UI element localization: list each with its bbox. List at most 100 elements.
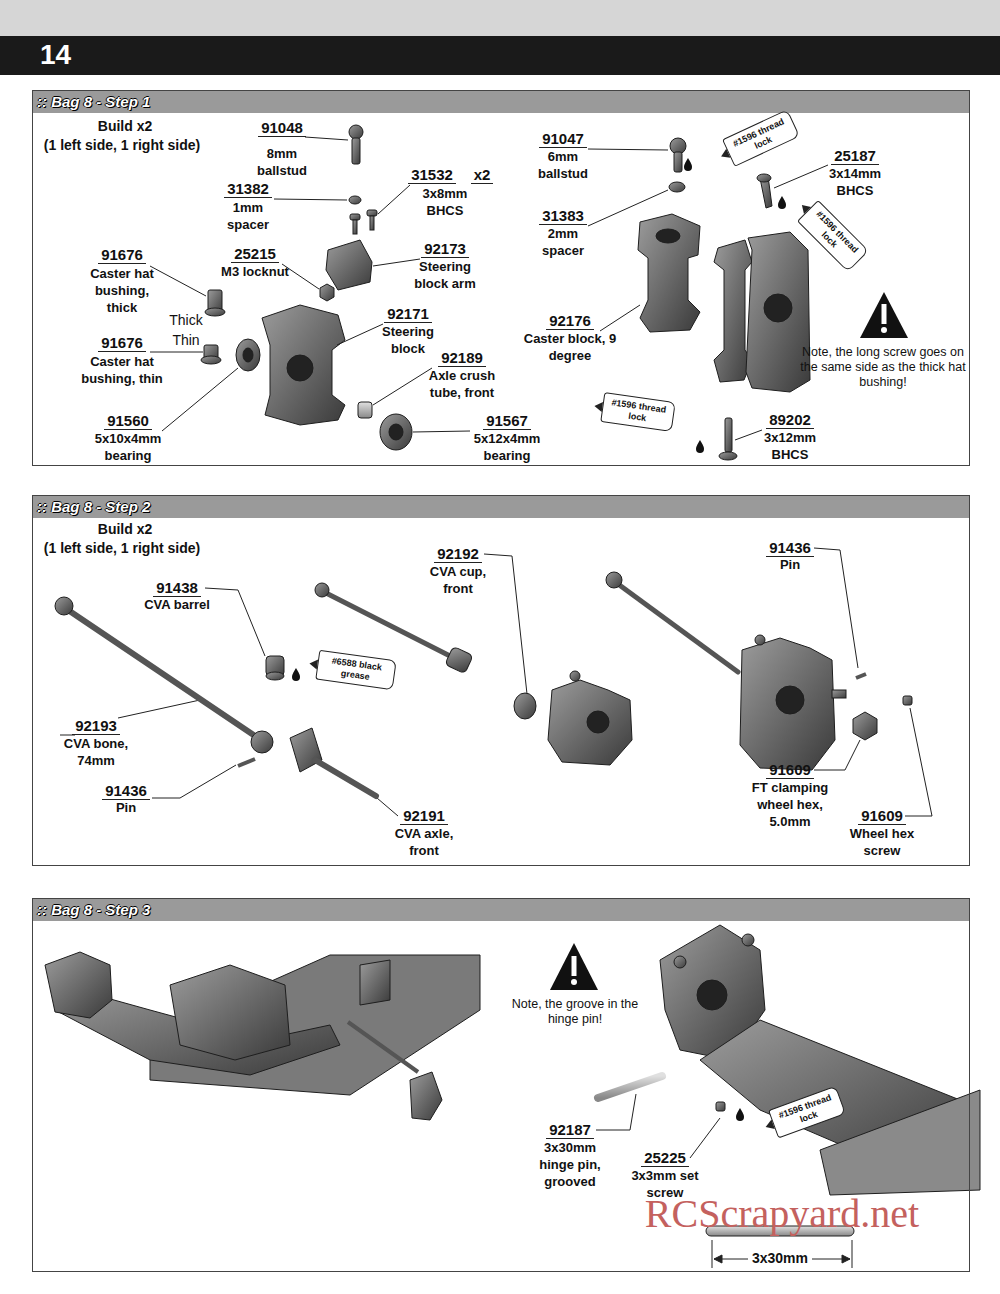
step2-parts [856,674,866,678]
step1-parts [350,214,360,220]
step2-parts [618,584,738,672]
heading: :: Bag 8 - Step 2 [37,498,150,515]
thread-lock-drops [292,158,786,1121]
build-note: (1 left side, 1 right side) [44,137,200,154]
part-description: Pin [96,799,156,816]
step1-parts [638,214,700,332]
compound-tube: #1596 thread lock [722,109,800,167]
part-description: 5x12x4mm bearing [465,430,549,464]
step1-parts [243,348,253,362]
step1-parts [719,452,737,460]
leader-lines [588,190,668,226]
step2-parts [776,686,804,714]
step2-parts [290,728,322,772]
dimension-label: 3x30mm [748,1250,812,1267]
step3-chassis [716,1102,725,1111]
compound-tube: #1596 thread lock [797,200,869,272]
step1-parts [349,196,361,204]
step1-parts [669,182,685,192]
part-number: 91438 [153,579,201,597]
part-number: 25187 [831,147,879,165]
step3-chassis [674,956,686,968]
thread-lock-drops [292,668,300,681]
step2-parts [587,711,609,733]
step2-parts [832,690,846,698]
part-description: Caster hat bushing, thin [81,353,163,387]
part-number: 91560 [104,412,152,430]
part-description: Caster block, 9 degree [515,330,625,364]
part-description: 3x8mm BHCS [414,185,476,219]
part-number: 25225 [641,1149,689,1167]
step2-parts [315,760,376,796]
step3-chassis [360,960,390,1005]
part-description: 3x12mm BHCS [755,429,825,463]
step3-chassis [697,980,727,1010]
part-description: M3 locknut [210,263,300,280]
part-number: 91676 [98,334,146,352]
part-number: 25215 [231,245,279,263]
thread-lock-drops [684,158,692,171]
part-number: 91436 [766,539,814,557]
warning-symbol [550,292,908,990]
step2-parts [606,572,622,588]
step3-chassis [45,925,980,1195]
leader-lines [600,305,640,331]
part-number: 31383 [539,207,587,225]
leader-lines [413,431,470,432]
step2-parts [238,759,255,766]
part-number: 91047 [539,130,587,148]
step1-parts [370,216,374,230]
part-number: 92189 [438,349,486,367]
step1-parts [367,210,377,216]
step2-parts [68,610,258,738]
part-number: 92173 [421,240,469,258]
step3-chassis [598,1076,662,1098]
step3-chassis [410,1072,442,1120]
heading: :: Bag 8 - Step 1 [37,93,150,110]
step1-parts [326,240,372,290]
heading: 14 [40,39,71,71]
part-number: 92171 [384,305,432,323]
part-number: 31382 [224,180,272,198]
compound-tube: #6588 black grease [315,650,396,691]
part-description: 1mm spacer [217,199,279,233]
leader-lines [373,368,432,405]
step2-parts [55,597,73,615]
step2-parts [55,572,912,796]
step2-parts [514,693,536,719]
bushing-tag: Thin [172,332,199,349]
step2-parts [548,680,632,765]
part-description: FT clamping wheel hex, 5.0mm [740,779,840,830]
step1-parts [656,229,680,243]
leader-lines [305,137,348,140]
dimension [712,1240,713,1268]
part-number: 92193 [72,717,120,735]
tube-label: #1596 thread lock [777,1092,832,1124]
part-description: 2mm spacer [532,225,594,259]
part-description: Pin [760,556,820,573]
warning-symbol [572,956,577,976]
leader-lines [337,324,383,345]
step1-parts [674,152,682,172]
step1-parts [358,402,372,418]
step1-parts [349,125,363,139]
step1-parts [352,138,360,164]
warning-symbol [881,327,887,333]
leader-lines [152,765,236,798]
step1-parts [287,355,313,381]
thread-lock-drops [696,440,704,453]
dimension [852,1240,853,1268]
warning-note: Note, the groove in the hinge pin! [510,997,640,1027]
leader-lines [378,185,410,214]
step2-parts [251,731,273,753]
leader-lines [735,430,762,440]
tube-label: #1596 thread lock [731,116,785,150]
part-description: Axle crush tube, front [412,367,512,401]
part-description: 8mm ballstud [251,145,313,179]
part-description: 5x10x4mm bearing [86,430,170,464]
step2-parts [903,696,912,705]
bushing-tag: Thick [169,312,202,329]
step1-parts [389,424,403,440]
build-note: Build x2 [98,521,152,538]
step3-chassis [45,952,112,1018]
